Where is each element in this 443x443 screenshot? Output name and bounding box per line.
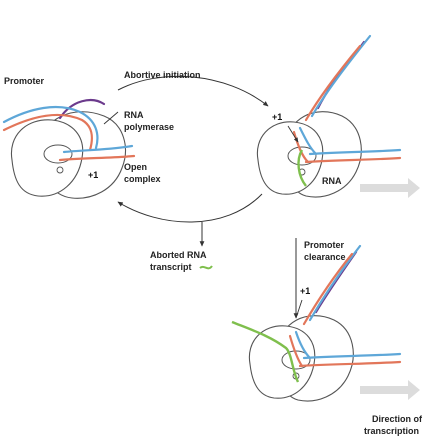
direction-label-line1: Direction of — [372, 414, 423, 424]
promoter-clearance-label-line1: Promoter — [304, 240, 345, 250]
promoter-label: Promoter — [4, 76, 45, 86]
rna-label: RNA — [322, 176, 342, 186]
nascent-rna-bottom — [231, 320, 300, 383]
direction-arrow-bottom — [360, 380, 420, 400]
rna-polymerase-left — [10, 111, 126, 199]
promoter-clearance-label-line2: clearance — [304, 252, 346, 262]
direction-arrow-top — [360, 178, 420, 198]
nascent-rna-right-top — [297, 149, 307, 187]
abortive-cycle-top-arrow — [117, 75, 269, 107]
dna-left — [2, 99, 136, 162]
rna-polymerase-pointer — [103, 111, 119, 125]
abortive-cycle-bottom-arrow — [117, 193, 263, 223]
rna-polymerase-label-line2: polymerase — [124, 122, 174, 132]
plus-one-pointer-top — [287, 125, 299, 143]
plus-one-label-left: +1 — [88, 170, 98, 180]
open-complex-label-line2: complex — [124, 174, 161, 184]
plus-one-label-top: +1 — [272, 112, 282, 122]
plus-one-label-bottom: +1 — [300, 286, 310, 296]
dna-right-top — [292, 34, 402, 164]
abortive-initiation-label: Abortive initiation — [124, 70, 201, 80]
aborted-rna-label-line1: Aborted RNA — [150, 250, 207, 260]
plus-one-pointer-bottom — [295, 299, 303, 319]
aborted-rna-fragment — [199, 265, 213, 270]
open-complex-label-line1: Open — [124, 162, 147, 172]
aborted-rna-label-line2: transcript — [150, 262, 192, 272]
dna-bottom — [288, 244, 402, 368]
rna-polymerase-bottom — [248, 315, 354, 402]
direction-label-line2: transcription — [364, 426, 419, 436]
rna-polymerase-label-line1: RNA — [124, 110, 144, 120]
